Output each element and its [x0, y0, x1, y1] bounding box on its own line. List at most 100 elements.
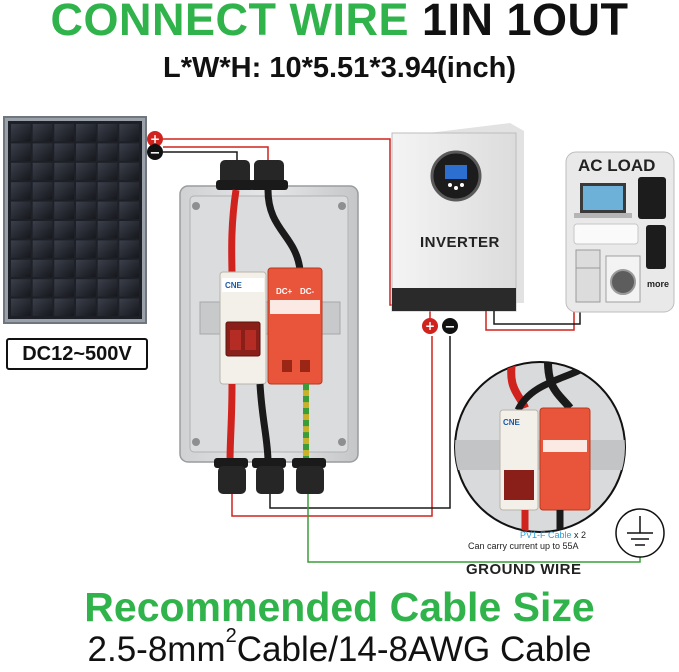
solar-cell	[97, 143, 118, 161]
dc-breaker: CNE	[219, 271, 267, 385]
cable-name: PV1-F Cable	[520, 530, 572, 540]
solar-cell	[11, 143, 31, 161]
cable-gland-bottom-left	[214, 458, 248, 494]
solar-cell	[54, 221, 74, 239]
ac-wire-black	[493, 311, 581, 325]
internal-red-wire	[228, 189, 240, 276]
ac-load-label: AC LOAD	[578, 156, 656, 175]
solar-cell	[54, 259, 74, 278]
inverter-negative-terminal: −	[442, 318, 458, 335]
cable-quantity: x 2	[571, 530, 587, 540]
solar-cell	[76, 162, 96, 181]
solar-cell	[54, 201, 74, 219]
recommended-cable-heading: Recommended Cable Size	[84, 584, 595, 630]
svg-text:−: −	[150, 146, 161, 161]
cable-gland-top-left	[216, 160, 254, 190]
solar-cell	[11, 298, 31, 316]
cable-spec-metric: 2.5-8mm	[87, 630, 226, 669]
phone-icon	[646, 225, 666, 269]
solar-cell	[97, 240, 118, 258]
red-wire-box-to-inverter	[231, 336, 433, 517]
solar-cell	[76, 279, 96, 297]
solar-cell	[97, 182, 118, 200]
solar-cell	[119, 143, 139, 161]
title-connect-wire: CONNECT WIRE	[50, 0, 409, 45]
current-rating-label: Can carry current up to 55A	[468, 541, 579, 551]
dc-voltage-range-label: DC12~500V	[6, 338, 148, 370]
svg-text:CNE: CNE	[225, 281, 243, 290]
solar-cell	[76, 259, 96, 278]
panel-negative-terminal: −	[147, 144, 163, 161]
solar-cell	[32, 201, 53, 219]
inverter	[391, 123, 524, 312]
breaker-detail-view: CNE	[454, 361, 626, 533]
solar-cell	[32, 182, 53, 200]
cable-gland-bottom-right	[292, 458, 326, 494]
internal-red-wire-out	[226, 383, 236, 463]
solar-cell	[11, 279, 31, 297]
solar-cell	[119, 259, 139, 278]
solar-panel	[3, 116, 147, 324]
refrigerator-icon	[575, 249, 601, 303]
tablet-icon	[638, 177, 666, 219]
solar-cell	[54, 143, 74, 161]
solar-cell	[54, 162, 74, 181]
solar-cell	[119, 162, 139, 181]
solar-cell	[97, 124, 118, 142]
solar-cell	[32, 259, 53, 278]
solar-cell	[54, 124, 74, 142]
solar-cell	[54, 279, 74, 297]
solar-cell	[76, 201, 96, 219]
solar-cell	[11, 124, 31, 142]
solar-cell	[76, 221, 96, 239]
solar-cell	[54, 182, 74, 200]
air-conditioner-icon	[573, 223, 639, 245]
solar-cell	[119, 201, 139, 219]
solar-cell	[32, 221, 53, 239]
ac-wire-red	[485, 311, 575, 331]
solar-cells	[11, 124, 139, 316]
solar-cell	[76, 240, 96, 258]
black-wire-box-to-inverter	[269, 336, 451, 509]
solar-cell	[11, 182, 31, 200]
solar-cell	[119, 298, 139, 316]
svg-text:DC+: DC+	[276, 287, 293, 296]
solar-cell	[54, 298, 74, 316]
internal-black-wire-out	[256, 383, 272, 463]
cable-name-label: PV1-F Cable x 2	[520, 530, 586, 540]
ac-load-panel	[565, 151, 675, 313]
dimensions-text: L*W*H: 10*5.51*3.94(inch)	[163, 52, 516, 84]
solar-cell	[11, 162, 31, 181]
solar-cell	[76, 298, 96, 316]
solar-cell	[97, 279, 118, 297]
page-title: CONNECT WIRE 1IN 1OUT	[0, 0, 679, 46]
solar-cell	[54, 240, 74, 258]
ground-symbol-icon	[615, 508, 665, 558]
cable-size-spec: 2.5-8mm2Cable/14-8AWG Cable	[0, 625, 679, 670]
inverter-positive-terminal: +	[422, 318, 438, 334]
panel-positive-terminal: +	[147, 131, 163, 147]
solar-cell	[119, 240, 139, 258]
red-wire-panel	[163, 146, 269, 162]
solar-cell	[119, 124, 139, 142]
cable-gland-top-right	[250, 160, 288, 190]
svg-text:DC-: DC-	[300, 287, 315, 296]
solar-cell	[11, 201, 31, 219]
solar-cell	[97, 259, 118, 278]
solar-cell	[76, 124, 96, 142]
solar-cell	[97, 201, 118, 219]
svg-text:−: −	[445, 320, 456, 335]
inverter-label: INVERTER	[420, 234, 500, 251]
solar-cell	[119, 279, 139, 297]
svg-text:CNE: CNE	[503, 418, 521, 427]
cable-spec-awg: Cable/14-8AWG Cable	[236, 630, 592, 669]
solar-cell	[11, 240, 31, 258]
solar-cell	[32, 162, 53, 181]
solar-cell	[119, 182, 139, 200]
solar-cell	[11, 259, 31, 278]
cable-gland-bottom-middle	[252, 458, 286, 494]
solar-cell	[97, 221, 118, 239]
internal-black-wire	[264, 189, 304, 271]
surge-protector: DC+ DC-	[267, 267, 323, 385]
ground-wire-label: GROUND WIRE	[466, 561, 582, 578]
